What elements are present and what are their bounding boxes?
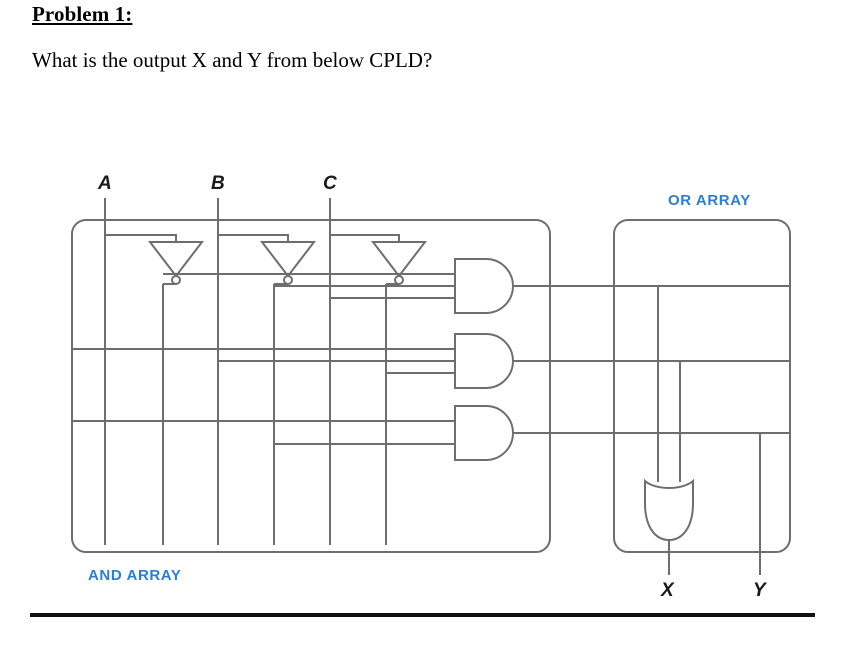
page-title: Problem 1: [32, 2, 133, 26]
and-array-box [71, 219, 551, 553]
or-gate-x [644, 478, 694, 542]
input-label-b: B [211, 173, 225, 194]
question-text: What is the output X and Y from below CP… [32, 48, 433, 72]
or-array-label: OR ARRAY [668, 192, 751, 209]
or-array-product-lines [658, 285, 790, 434]
input-label-c: C [323, 173, 337, 194]
and-gate-3 [454, 405, 514, 461]
or-array-box [613, 219, 791, 553]
inverter-a [105, 234, 205, 545]
and-gate-2-inputs [72, 348, 455, 374]
inverter-c [330, 234, 428, 545]
inverter-b [218, 234, 317, 545]
output-label-x: X [660, 580, 675, 601]
and-gate-1 [454, 258, 514, 314]
and-gate-3-inputs [72, 420, 455, 445]
output-label-y: Y [753, 580, 768, 601]
and-array-label: AND ARRAY [88, 567, 181, 584]
and-gate-2 [454, 333, 514, 389]
and-gate-1-inputs [163, 273, 455, 299]
input-label-a: A [97, 173, 112, 194]
horizontal-rule [30, 613, 815, 617]
